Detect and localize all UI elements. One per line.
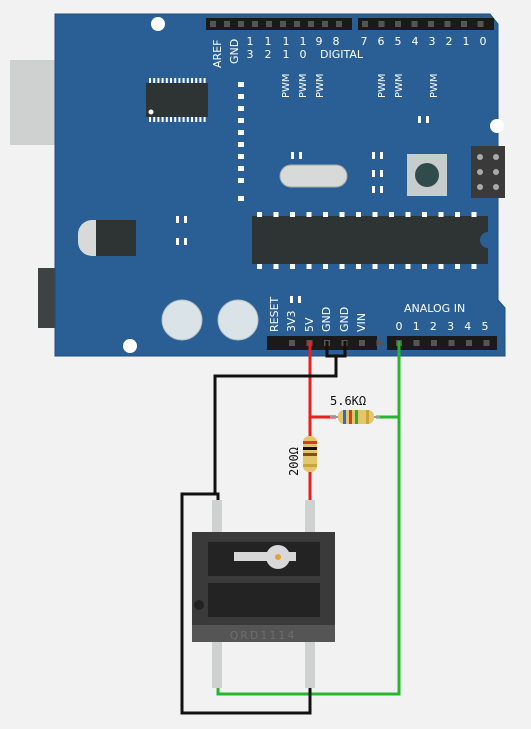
capacitor (217, 299, 259, 341)
pwm-label: PWM (429, 73, 440, 98)
analog-pin-label: 3 (447, 320, 454, 333)
digital-pin-number: 8 (333, 35, 340, 48)
power-pin-label: VIN (355, 313, 368, 332)
digital-pin-number: 2 (446, 35, 453, 48)
wire-gnd (180, 341, 347, 715)
mount-hole (151, 17, 165, 31)
analog-pin-label: 2 (430, 320, 437, 333)
digital-pin-number: 4 (412, 35, 419, 48)
pwm-label: PWM (281, 73, 292, 98)
usb-chip (146, 78, 208, 122)
analog-pin-label: 4 (464, 320, 471, 333)
analog-pin-label: 1 (413, 320, 420, 333)
digital-pin-number: 1 (463, 35, 470, 48)
mount-hole (490, 119, 504, 133)
digital-header-right (358, 18, 494, 30)
resistor-5k6-label: 5.6KΩ (330, 394, 366, 408)
pwm-label: PWM (394, 73, 405, 98)
voltage-regulator (78, 220, 136, 256)
digital-pin-number: 7 (361, 35, 368, 48)
resistor-200 (303, 436, 317, 472)
wire-5v (308, 341, 336, 500)
mount-hole (123, 339, 137, 353)
analog-in-title: ANALOG IN (404, 302, 465, 315)
power-pin-label: GND (320, 307, 333, 332)
reset-button[interactable] (407, 154, 447, 196)
gnd-top-label: GND (228, 39, 241, 64)
pwm-label: PWM (298, 73, 309, 98)
power-header (267, 336, 377, 350)
power-pin-label: 3V3 (285, 310, 298, 332)
icsp-header (471, 146, 505, 198)
crystal (279, 164, 348, 188)
microcontroller-chip (252, 212, 488, 269)
digital-label: DIGITAL (320, 48, 364, 61)
analog-pin-label: 0 (396, 320, 403, 333)
analog-header (387, 336, 497, 350)
power-pin-label: 5V (303, 317, 316, 332)
pwm-label: PWM (315, 73, 326, 98)
sensor-label: QRD1114 (230, 629, 297, 642)
power-pin-label: GND (338, 307, 351, 332)
pwm-label: PWM (377, 73, 388, 98)
digital-pin-number: 6 (378, 35, 385, 48)
digital-pin-number: 5 (395, 35, 402, 48)
capacitor (161, 299, 203, 341)
digital-pin-number: 9 (316, 35, 323, 48)
digital-pin-number: 3 (429, 35, 436, 48)
power-pin-label: RESET (268, 296, 281, 332)
aref-label: AREF (211, 40, 224, 68)
resistor-5k6 (330, 410, 380, 424)
analog-pin-label: 5 (482, 320, 489, 333)
digital-pin-number: 0 (480, 35, 487, 48)
resistor-200-label: 200Ω (287, 447, 301, 476)
qrd1114-sensor (192, 500, 335, 688)
